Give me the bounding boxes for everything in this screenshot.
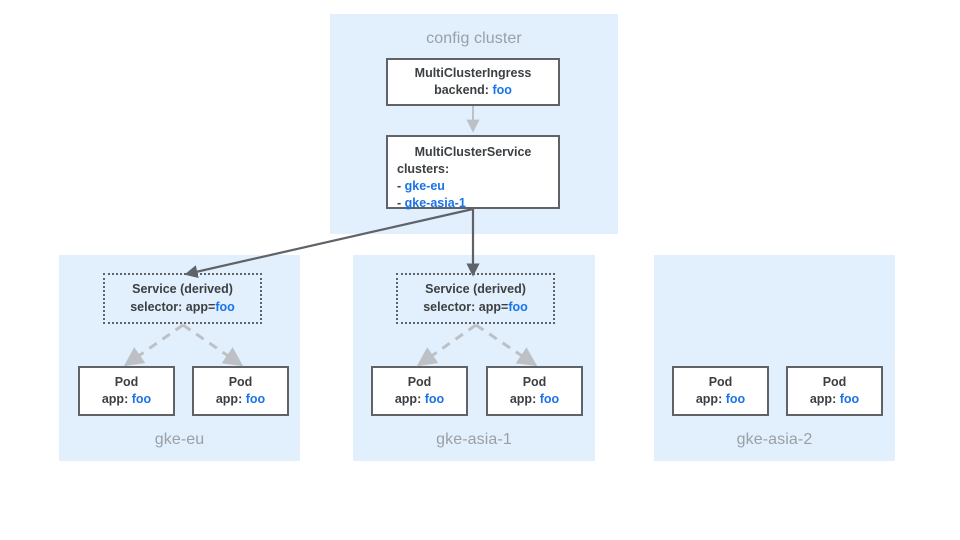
derived-service-selector-row: selector: app=foo [398,299,553,317]
cluster-item-name: gke-asia-1 [404,195,466,210]
pod-title: Pod [822,374,847,389]
node-multiclusteringress: MultiClusterIngress backend: foo [386,58,560,106]
pod-app-row: app: foo [674,391,767,409]
node-pod: Pod app: foo [78,366,175,416]
pod-title: Pod [407,374,432,389]
derived-service-selector-label: selector: app= [423,299,509,314]
panel-label-gke-eu: gke-eu [154,431,205,448]
multiclusteringress-title: MultiClusterIngress [414,66,532,81]
node-multiclusterservice: MultiClusterService clusters: - gke-eu -… [386,135,560,212]
multiclusteringress-backend-value: foo [492,83,512,97]
pod-app-value: foo [424,392,445,406]
pod-title: Pod [228,374,253,389]
pod-app-label: app: [215,392,243,406]
node-pod: Pod app: foo [486,366,583,416]
pod-title: Pod [522,374,547,389]
pod-app-value: foo [245,392,266,406]
node-pod: Pod app: foo [672,366,769,416]
cluster-item-name: gke-eu [404,178,445,193]
pod-title: Pod [114,374,139,389]
node-pod: Pod app: foo [371,366,468,416]
node-pod: Pod app: foo [786,366,883,416]
pod-app-label: app: [101,392,129,406]
derived-service-title: Service (derived) [132,282,233,296]
pod-app-value: foo [725,392,746,406]
pod-app-label: app: [809,392,837,406]
pod-title: Pod [708,374,733,389]
pod-app-row: app: foo [80,391,173,409]
multiclusterservice-title: MultiClusterService [414,145,532,159]
multiclusterservice-clusters-label: clusters: [397,161,450,176]
node-pod: Pod app: foo [192,366,289,416]
derived-service-selector-label: selector: app= [130,299,216,314]
derived-service-selector-value: foo [508,299,528,314]
pod-app-row: app: foo [373,391,466,409]
pod-app-label: app: [695,392,723,406]
derived-service-selector-value: foo [215,299,235,314]
pod-app-row: app: foo [194,391,287,409]
panel-label-config-cluster: config cluster [426,30,522,47]
panel-label-gke-asia-1: gke-asia-1 [436,431,512,448]
pod-app-label: app: [394,392,422,406]
pod-app-label: app: [509,392,537,406]
multiclusteringress-backend-label: backend: [434,83,489,97]
cluster-item-bullet: - [397,195,405,210]
node-derived-service-gke-asia-1: Service (derived) selector: app=foo [396,273,555,324]
cluster-item-bullet: - [397,178,405,193]
panel-label-gke-asia-2: gke-asia-2 [736,431,813,448]
derived-service-title: Service (derived) [425,282,526,296]
pod-app-row: app: foo [788,391,881,409]
pod-app-value: foo [131,392,152,406]
cluster-panel-gke-asia-2: gke-asia-2 [654,255,895,461]
multiclusteringress-backend-row: backend: foo [388,82,558,99]
multiclusterservice-cluster-item: - gke-eu [388,178,558,195]
node-derived-service-gke-eu: Service (derived) selector: app=foo [103,273,262,324]
derived-service-selector-row: selector: app=foo [105,299,260,317]
pod-app-value: foo [839,392,860,406]
multiclusterservice-cluster-item: - gke-asia-1 [388,195,558,212]
pod-app-value: foo [539,392,560,406]
pod-app-row: app: foo [488,391,581,409]
